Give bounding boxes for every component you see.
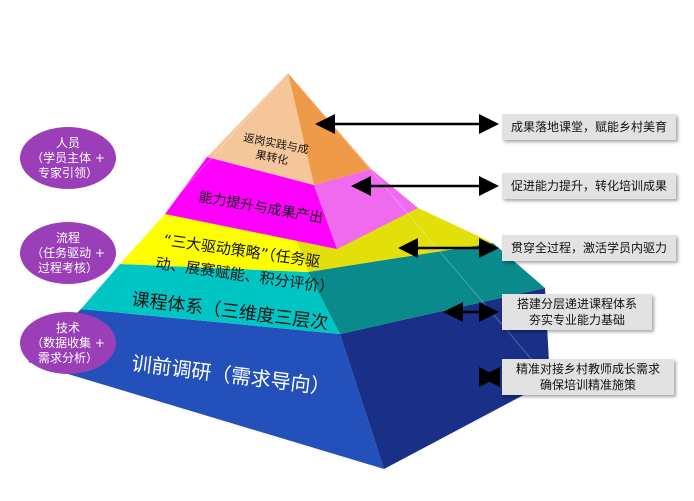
oval-process: 流程 （任务驱动 + 过程考核） [20, 222, 116, 284]
tier5-side [340, 288, 550, 469]
oval-process-line1: 流程 [55, 230, 80, 245]
box-5-line2: 确保培训精准施策 [539, 378, 636, 392]
oval-process-line2: （任务驱动 + [31, 245, 105, 260]
oval-technology-line1: 技术 [55, 320, 80, 335]
oval-personnel-line2: （学员主体 + [31, 150, 105, 165]
oval-technology-line2: （数据收集 + [31, 335, 105, 350]
oval-personnel: 人员 （学员主体 + 专家引领） [20, 127, 116, 189]
oval-technology: 技术 （数据收集 + 需求分析） [20, 312, 116, 374]
box-outcome-classroom: 成果落地课堂，赋能乡村美育 [502, 114, 676, 140]
oval-process-line3: 过程考核） [37, 260, 98, 275]
box-needs-matching: 精准对接乡村教师成长需求 确保培训精准施策 [502, 359, 674, 395]
box-2-line1: 促进能力提升，转化培训成果 [510, 179, 667, 193]
tier1-front [207, 73, 314, 185]
box-curriculum-system: 搭建分层递进课程体系 夯实专业能力基础 [502, 294, 652, 330]
box-5-line1: 精准对接乡村教师成长需求 [515, 362, 660, 376]
box-1-line1: 成果落地课堂，赋能乡村美育 [510, 120, 667, 134]
tier1-label-line2: 果转化 [254, 147, 289, 167]
tier4-front [81, 264, 340, 334]
tier5-front [28, 309, 384, 469]
box-4-line2: 夯实专业能力基础 [528, 313, 625, 327]
box-4-line1: 搭建分层递进课程体系 [516, 297, 637, 311]
tier4-side [308, 243, 545, 334]
box-ability-improvement: 促进能力提升，转化培训成果 [502, 173, 676, 199]
oval-personnel-line1: 人员 [55, 135, 80, 150]
oval-personnel-line3: 专家引领） [37, 165, 98, 180]
oval-technology-line3: 需求分析） [37, 350, 98, 365]
box-whole-process: 贯穿全过程，激活学员内驱力 [502, 235, 676, 261]
tier2-front [165, 157, 337, 249]
box-3-line1: 贯穿全过程，激活学员内驱力 [510, 241, 667, 255]
